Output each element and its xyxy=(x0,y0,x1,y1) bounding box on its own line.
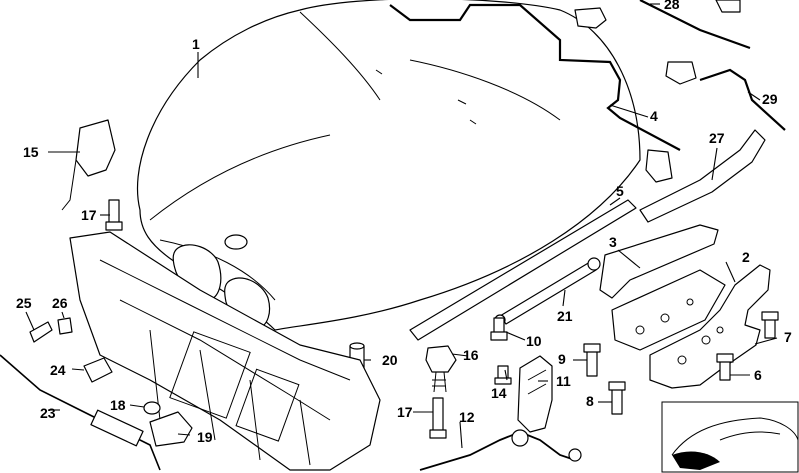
hood-rod-28[interactable] xyxy=(639,0,751,50)
bolt[interactable] xyxy=(105,199,779,439)
callout-3[interactable]: 3 xyxy=(609,234,617,250)
seal-clip[interactable] xyxy=(574,0,741,183)
callout-5[interactable]: 5 xyxy=(616,183,624,199)
actuator-19[interactable] xyxy=(149,411,193,447)
callout-19[interactable]: 19 xyxy=(197,429,213,445)
hood-support-rod[interactable] xyxy=(389,3,681,151)
front-seal-strip[interactable] xyxy=(409,199,637,341)
callout-4[interactable]: 4 xyxy=(650,108,658,124)
callout-18[interactable]: 18 xyxy=(110,397,126,413)
callout-23[interactable]: 23 xyxy=(40,405,56,421)
callout-10[interactable]: 10 xyxy=(526,333,542,349)
callout-20[interactable]: 20 xyxy=(382,352,398,368)
hood-hinge[interactable] xyxy=(611,264,771,389)
callout-6[interactable]: 6 xyxy=(754,367,762,383)
callout-2[interactable]: 2 xyxy=(742,249,750,265)
callout-29[interactable]: 29 xyxy=(762,91,778,107)
callout-15[interactable]: 15 xyxy=(23,144,39,160)
callout-28[interactable]: 28 xyxy=(664,0,680,12)
hinge-bracket[interactable] xyxy=(599,224,719,299)
callout-17-upper[interactable]: 17 xyxy=(81,207,97,223)
callout-8[interactable]: 8 xyxy=(586,393,594,409)
callout-7[interactable]: 7 xyxy=(784,329,792,345)
hood-panel[interactable] xyxy=(136,0,641,331)
callout-16[interactable]: 16 xyxy=(463,347,479,363)
callout-25[interactable]: 25 xyxy=(16,295,32,311)
callout-17-lower[interactable]: 17 xyxy=(397,404,413,420)
clip-18[interactable] xyxy=(143,401,161,415)
callout-11[interactable]: 11 xyxy=(556,373,571,389)
callout-21[interactable]: 21 xyxy=(557,308,573,324)
hood-rod-29[interactable] xyxy=(699,68,786,131)
leader-lines xyxy=(25,3,778,449)
callout-9[interactable]: 9 xyxy=(558,351,566,367)
cover-cap-24[interactable] xyxy=(83,357,113,383)
nut-26[interactable] xyxy=(57,317,73,335)
front-carrier-panel[interactable] xyxy=(69,231,381,471)
callout-26[interactable]: 26 xyxy=(52,295,68,311)
callout-12[interactable]: 12 xyxy=(459,409,475,425)
vehicle-location-thumbnail xyxy=(661,401,799,473)
hood-lock[interactable] xyxy=(517,355,553,433)
callout-labels: 1 2 3 4 5 6 7 8 9 10 11 12 14 15 16 17 1… xyxy=(16,0,792,445)
callout-27[interactable]: 27 xyxy=(709,130,725,146)
safety-catch[interactable] xyxy=(425,345,457,393)
lock-carrier[interactable] xyxy=(61,119,116,211)
callout-1[interactable]: 1 xyxy=(192,36,200,52)
screw-25[interactable] xyxy=(29,321,53,343)
gas-strut[interactable] xyxy=(494,257,601,326)
callout-14[interactable]: 14 xyxy=(491,385,507,401)
callout-24[interactable]: 24 xyxy=(50,362,66,378)
